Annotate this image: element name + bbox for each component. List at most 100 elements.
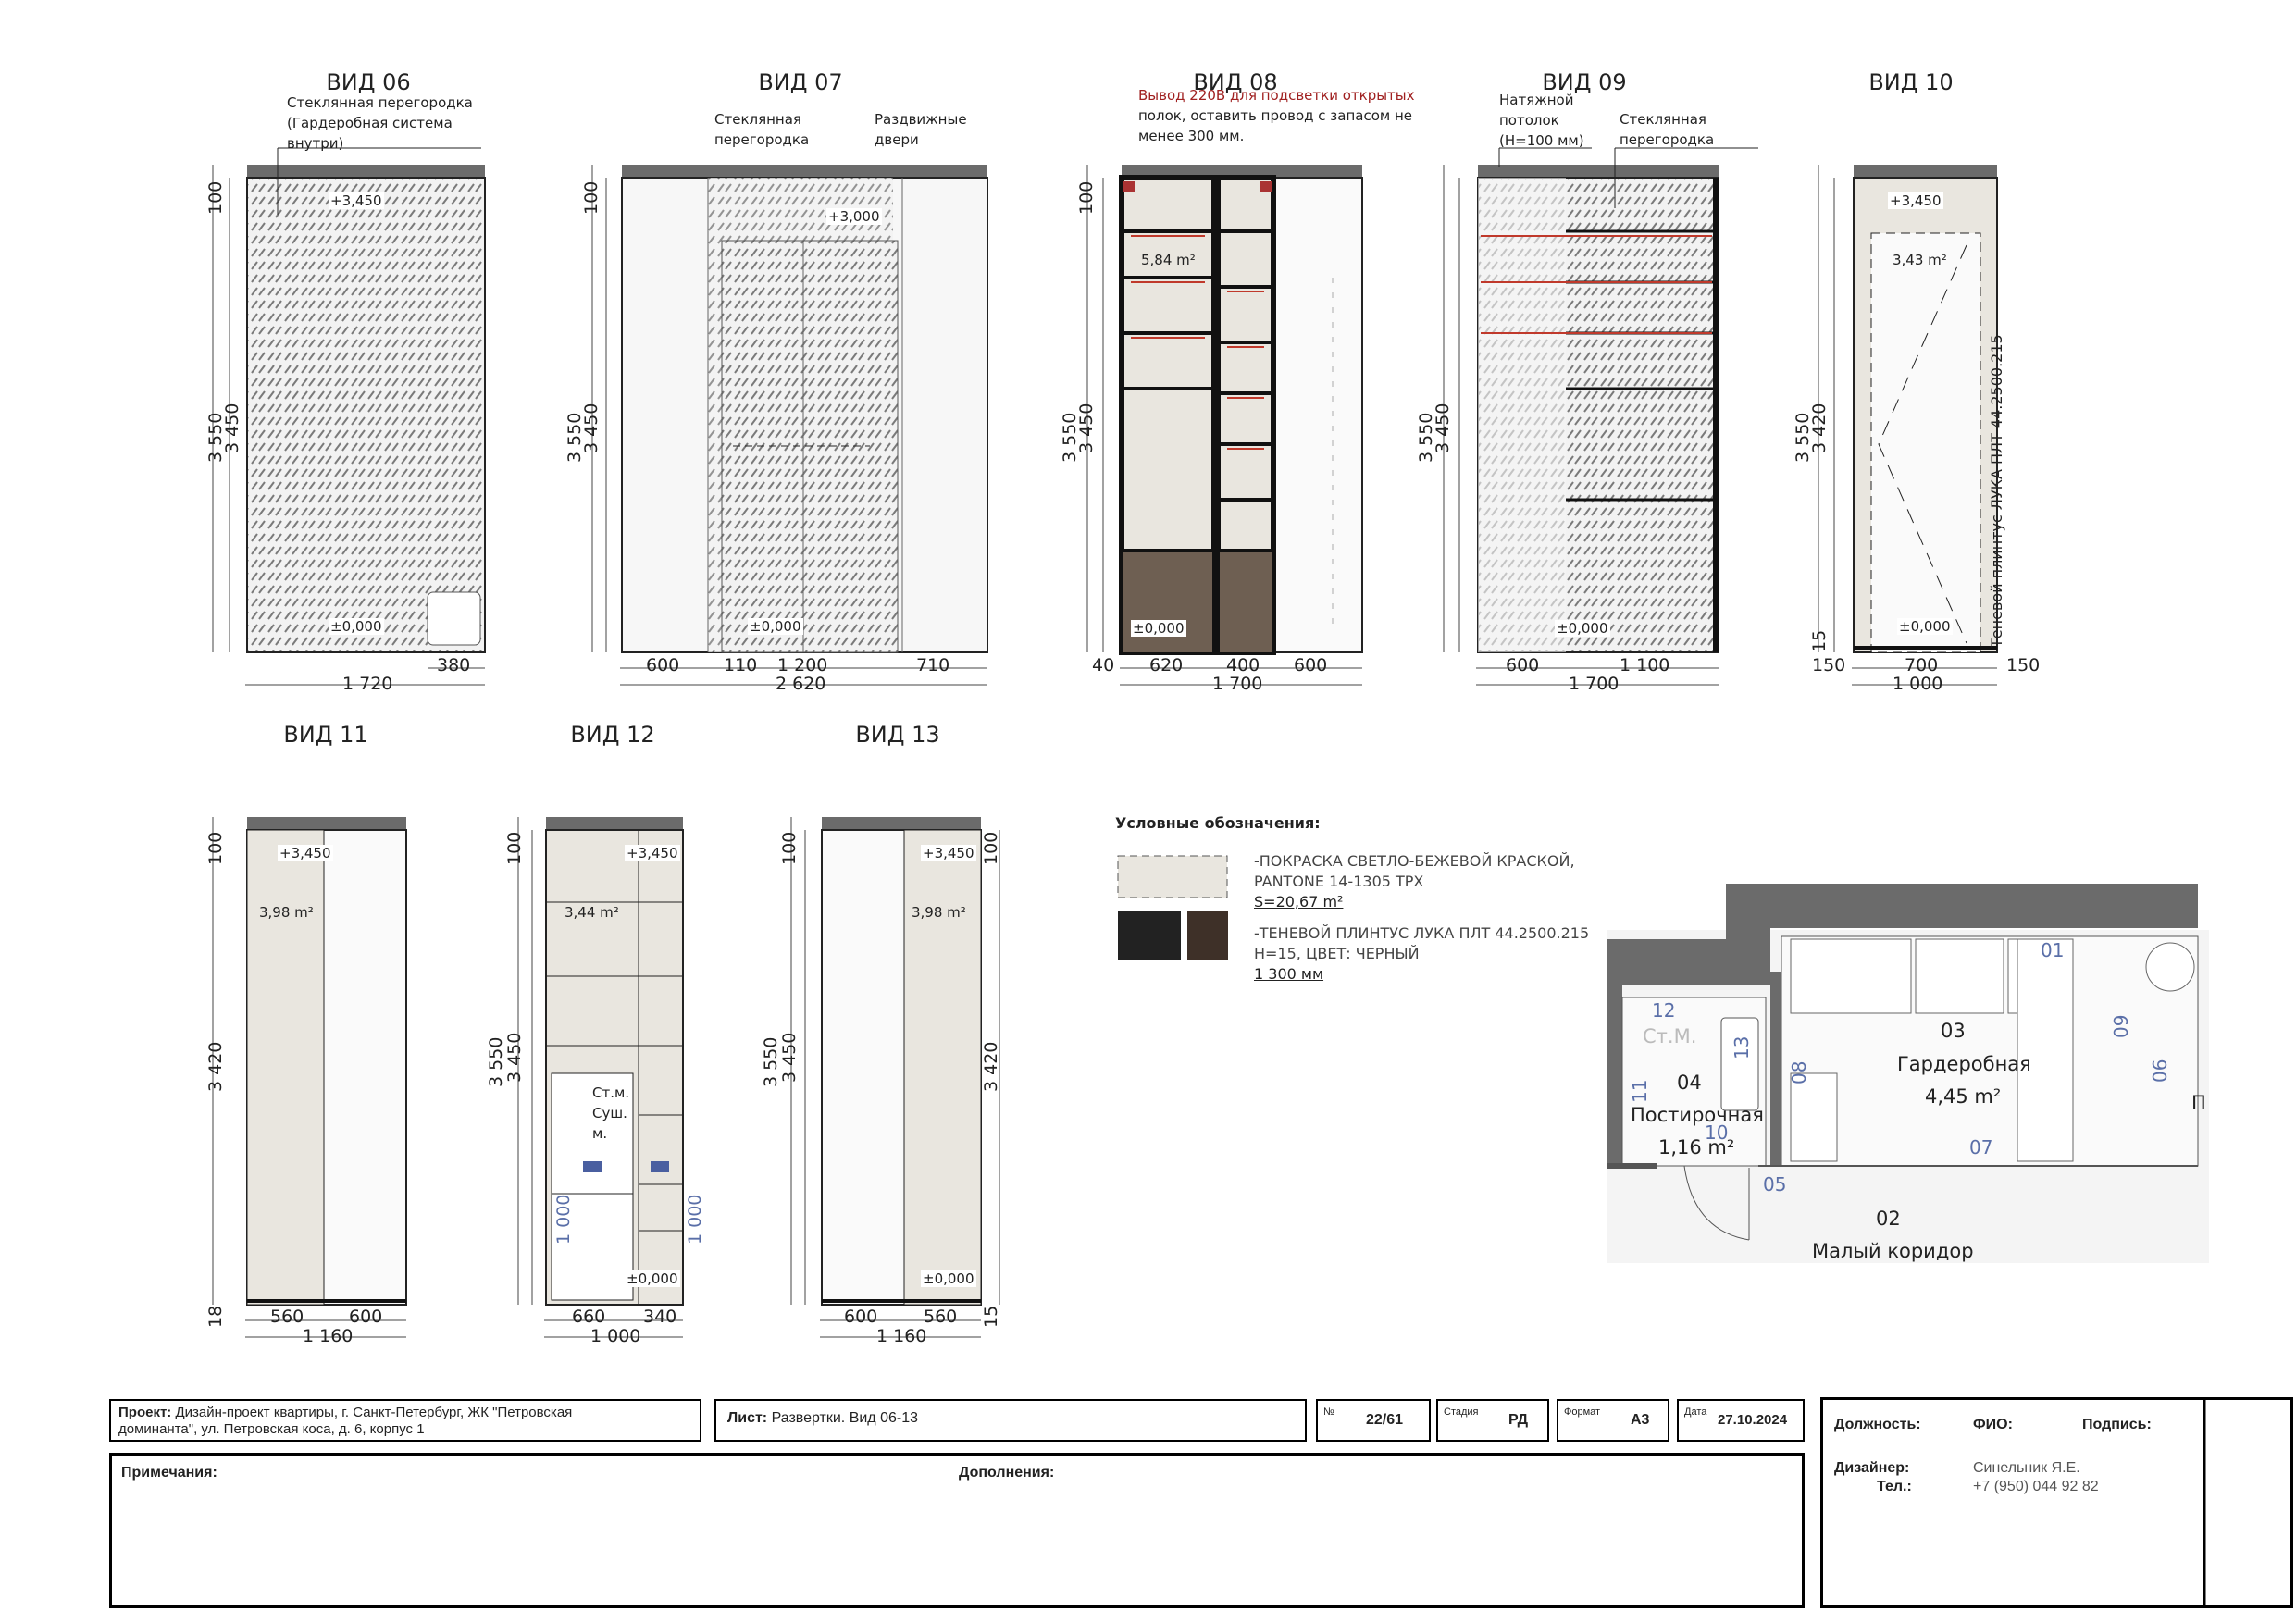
view-10-width: 150 [1812, 655, 1846, 675]
view-06-level-top: +3,450 [329, 192, 384, 209]
view-06-level-bottom: ±0,000 [329, 618, 384, 635]
room-03-number: 03 [1941, 1020, 1966, 1042]
view-12-level-top: +3,450 [625, 845, 680, 861]
plan-edge-label: П [2191, 1092, 2206, 1114]
view-10-level-bottom: ±0,000 [1897, 618, 1953, 635]
view-06-width-1: 380 [437, 655, 471, 675]
view-07-width: 600 [646, 655, 680, 675]
marker-06: 06 [2149, 1059, 2171, 1083]
stage-value: РД [1508, 1412, 1529, 1428]
view-07-width: 110 [724, 655, 758, 675]
view-06-width-total: 1 720 [342, 674, 393, 694]
view-11-height-bottom: 18 [205, 1305, 226, 1328]
notes-label: Примечания: [121, 1465, 217, 1481]
view-12-height-total: 3 550 [486, 1036, 506, 1087]
marker-01: 01 [2041, 939, 2065, 961]
view-12-width: 340 [643, 1307, 677, 1327]
view-06-note-line: Стеклянная перегородка [287, 94, 473, 111]
stage-cell: Стадия РД [1436, 1399, 1549, 1442]
legend-item-line: PANTONE 14-1305 TPX [1254, 873, 1424, 890]
view-12-title: ВИД 12 [570, 722, 655, 748]
view-07-width: 1 200 [777, 655, 828, 675]
view-06-note: Стеклянная перегородка (Гардеробная сист… [287, 93, 473, 154]
view-10-level-top: +3,450 [1888, 192, 1943, 209]
marker-11: 11 [1629, 1079, 1651, 1103]
view-10-area: 3,43 m² [1893, 252, 1947, 268]
number-label: № [1323, 1406, 1334, 1418]
view-13-area: 3,98 m² [912, 904, 966, 921]
view-13-width-total: 1 160 [876, 1326, 927, 1346]
view-07-note-line: перегородка [714, 131, 810, 148]
view-06-note-line: внутри) [287, 135, 344, 152]
view-08-level-bottom: ±0,000 [1131, 620, 1186, 637]
room-03-area: 4,45 m² [1925, 1085, 2002, 1108]
name-label: ФИО: [1973, 1417, 2013, 1432]
view-11-width: 560 [270, 1307, 304, 1327]
view-13-height-total: 3 550 [761, 1036, 781, 1087]
stage-label: Стадия [1444, 1406, 1479, 1418]
view-10-width-total: 1 000 [1893, 674, 1943, 694]
legend-item-line: 1 300 мм [1254, 965, 1324, 983]
notes-cell: Примечания: Дополнения: [109, 1453, 1805, 1608]
view-08-width: 40 [1092, 655, 1115, 675]
marker-13: 13 [1731, 1035, 1753, 1059]
view-09-note-glass: Стеклянная перегородка [1620, 109, 1714, 150]
washer-label: Ст.М. [1643, 1025, 1697, 1047]
project-text: Дизайн-проект квартиры, г. Санкт-Петербу… [175, 1405, 573, 1420]
view-08-height-top: 100 [1076, 180, 1097, 215]
marker-08: 08 [1788, 1060, 1810, 1084]
view-13-level-bottom: ±0,000 [921, 1270, 976, 1287]
view-08-height-main: 3 450 [1076, 403, 1097, 453]
view-09-note-line: (Н=100 мм) [1499, 132, 1584, 149]
view-13-width: 560 [924, 1307, 958, 1327]
view-06-graphic [212, 147, 486, 686]
view-09-level-bottom: ±0,000 [1555, 620, 1610, 637]
view-12-level-bottom: ±0,000 [625, 1270, 680, 1287]
sheet-cell: Лист: Развертки. Вид 06-13 [714, 1399, 1307, 1442]
marker-05: 05 [1763, 1173, 1787, 1196]
view-08-note-line: полок, оставить провод с запасом не [1138, 107, 1413, 124]
view-06-height-top: 100 [205, 180, 226, 215]
view-07-note-doors: Раздвижные двери [875, 109, 967, 150]
view-07-note-line: двери [875, 131, 919, 148]
format-value: А3 [1631, 1412, 1650, 1428]
view-08-width-total: 1 700 [1212, 674, 1263, 694]
marker-10: 10 [1705, 1121, 1729, 1144]
view-13-height-top: 100 [779, 831, 800, 865]
view-12-appliance-line: Суш. [592, 1105, 627, 1121]
view-09-note-line: перегородка [1620, 131, 1715, 148]
number-value: 22/61 [1366, 1412, 1404, 1428]
view-12-height-top: 100 [504, 831, 525, 865]
room-03-name: Гардеробная [1897, 1053, 2031, 1075]
date-value: 27.10.2024 [1718, 1412, 1788, 1428]
view-07-note-line: Раздвижные [875, 111, 967, 128]
view-13-title: ВИД 13 [855, 722, 940, 748]
view-10-side-note: Теневой плинтус ЛУКА ПЛТ 44.2500.215 [1988, 334, 2005, 648]
view-11-width-total: 1 160 [303, 1326, 354, 1346]
view-07-height-top: 100 [581, 180, 602, 215]
view-08-graphic [1086, 165, 1363, 686]
legend-title: Условные обозначения: [1115, 814, 1321, 832]
view-09-width: 600 [1506, 655, 1540, 675]
view-07-graphic [591, 165, 988, 686]
date-label: Дата [1684, 1406, 1707, 1418]
additions-label: Дополнения: [959, 1465, 1055, 1481]
view-11-area: 3,98 m² [259, 904, 314, 921]
role-label: Должность: [1834, 1417, 1921, 1432]
view-07-note-glass: Стеклянная перегородка [714, 109, 809, 150]
view-09-height-main: 3 450 [1433, 403, 1453, 453]
phone-label: Тел.: [1877, 1479, 1912, 1494]
view-10-graphic [1818, 165, 1998, 686]
view-09-width: 1 100 [1620, 655, 1670, 675]
view-11-title: ВИД 11 [283, 722, 368, 748]
view-13-height-main: 3 450 [779, 1032, 800, 1083]
room-04-number: 04 [1677, 1072, 1702, 1094]
view-12-height-side-left: 1 000 [553, 1194, 574, 1245]
view-07-width: 710 [916, 655, 950, 675]
view-08-note-line: Вывод 220В для подсветки открытых [1138, 87, 1415, 104]
view-09-note-ceiling: Натяжной потолок (Н=100 мм) [1499, 90, 1584, 151]
view-08-width: 600 [1294, 655, 1328, 675]
view-08-note: Вывод 220В для подсветки открытых полок,… [1138, 85, 1415, 146]
view-11-graphic [212, 817, 407, 1338]
view-12-graphic [517, 817, 684, 1338]
